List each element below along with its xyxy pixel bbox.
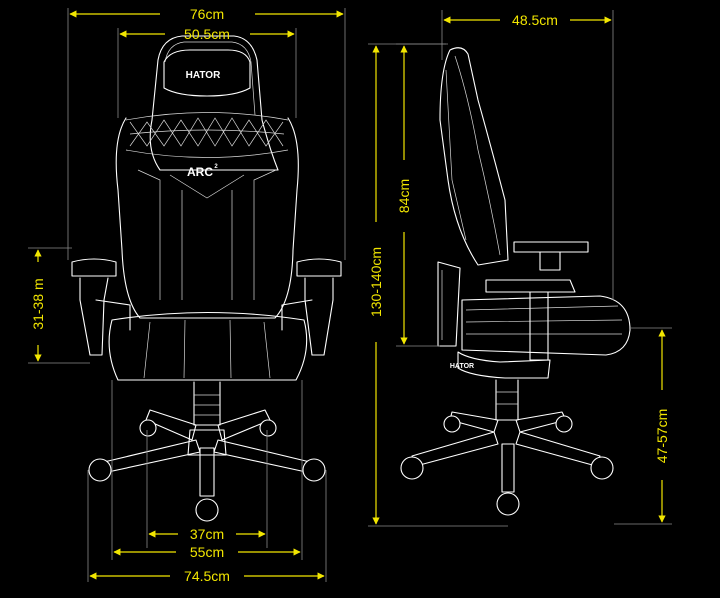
depth-label: 48.5cm <box>512 12 558 28</box>
front-chair-drawing <box>71 35 342 522</box>
dim-seat-base-inner: 37cm <box>146 430 268 548</box>
seat-base-outer-label: 55cm <box>190 544 224 560</box>
dim-base-width: 74.5cm <box>87 470 327 584</box>
seat-height-label: 47-57cm <box>654 409 670 463</box>
model-badge-superscript: 2 <box>214 164 218 170</box>
backrest-height-label: 84cm <box>396 179 412 213</box>
dim-backrest-width: 50.5cm <box>117 26 297 118</box>
backrest-width-label: 50.5cm <box>184 26 230 42</box>
dim-seat-height: 47-57cm <box>614 327 672 525</box>
dim-seat-base-outer: 55cm <box>111 380 303 560</box>
total-height-label: 130-140cm <box>368 247 384 317</box>
base-width-label: 74.5cm <box>184 568 230 584</box>
dim-armrest-height: 31-38 m <box>28 247 90 364</box>
dim-depth: 48.5cm <box>441 10 614 300</box>
seat-base-inner-label: 37cm <box>190 526 224 542</box>
front-brand-logo: HATOR <box>186 70 221 81</box>
overall-width-label: 76cm <box>190 6 224 22</box>
quilt-pattern <box>125 112 289 158</box>
side-brand-logo: HATOR <box>450 363 474 370</box>
dim-backrest-height: 84cm <box>396 43 446 347</box>
side-chair-drawing <box>400 47 631 516</box>
model-badge-text: ARC <box>187 165 213 179</box>
front-model-badge: ARC 2 <box>187 164 218 179</box>
dim-total-height: 130-140cm <box>368 43 508 527</box>
dim-overall-width: 76cm <box>67 6 346 260</box>
armrest-height-label: 31-38 m <box>30 278 46 329</box>
